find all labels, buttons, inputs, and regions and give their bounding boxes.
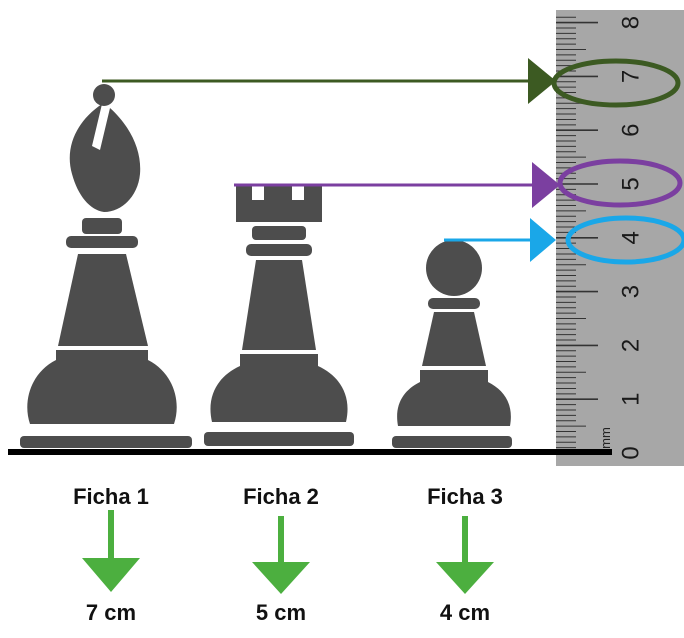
pawn-icon: [392, 240, 512, 448]
down-arrow-3: [436, 516, 494, 594]
height-pointer-1: [102, 58, 681, 108]
down-arrow-1: [82, 510, 140, 592]
ruler-unit-label: mm: [598, 427, 613, 449]
piece-name-2: Ficha 2: [243, 484, 319, 509]
ruler-numbers: 0 1 2 3 4 5 6 7 8: [617, 16, 644, 460]
ruler-number: 0: [617, 446, 644, 459]
piece-name-3: Ficha 3: [427, 484, 503, 509]
ruler-number: 1: [617, 393, 644, 406]
rook-icon: [204, 186, 354, 446]
down-arrow-2: [252, 516, 310, 594]
ruler-number: 7: [617, 70, 644, 83]
ruler: 0 1 2 3 4 5 6 7 8 mm: [556, 10, 684, 466]
ruler-number: 6: [617, 124, 644, 137]
piece-size-3: 4 cm: [439, 600, 491, 625]
piece-size-1: 7 cm: [85, 600, 137, 625]
height-pointer-3: [444, 215, 684, 265]
ruler-number: 3: [617, 285, 644, 298]
bishop-icon: [20, 84, 192, 448]
ruler-number: 8: [617, 16, 644, 29]
piece-size-2: 5 cm: [255, 600, 307, 625]
ruler-number: 4: [617, 231, 644, 244]
height-pointer-2: [234, 158, 683, 208]
ruler-number: 2: [617, 339, 644, 352]
ruler-number: 5: [617, 177, 644, 190]
piece-name-1: Ficha 1: [73, 484, 149, 509]
